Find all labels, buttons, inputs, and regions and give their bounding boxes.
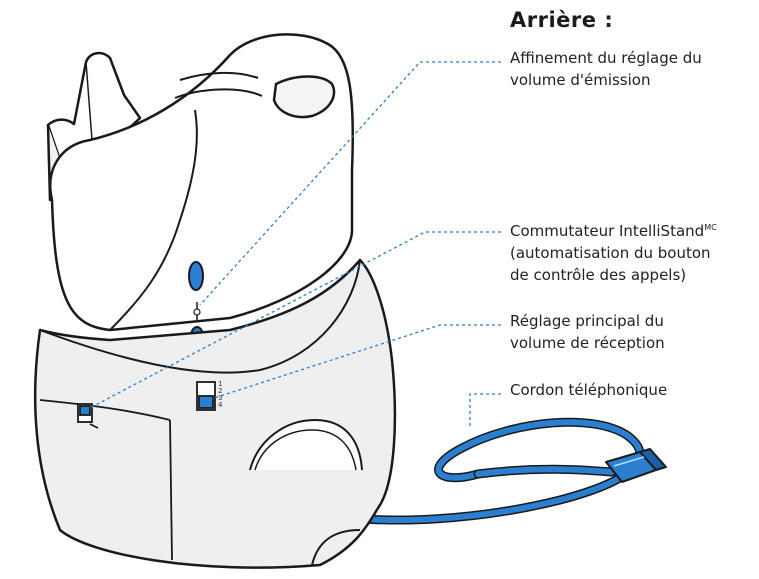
leader-lines — [85, 61, 501, 426]
callout-line: (automatisation du bouton — [510, 244, 711, 262]
leader-line-phone-cord — [469, 393, 501, 426]
switch-mark: 1 — [218, 380, 222, 388]
callout-line: Commutateur IntelliStandMC — [510, 217, 717, 242]
callout-line: Réglage principal du — [510, 312, 664, 330]
callout-tx-volume-fine: Affinement du réglage du volume d'émissi… — [510, 47, 702, 91]
callout-intellistand: Commutateur IntelliStandMC (automatisati… — [510, 217, 717, 286]
diagram-heading: Arrière : — [510, 8, 614, 32]
callout-rx-volume-main: Réglage principal du volume de réception — [510, 310, 665, 354]
callout-line: Affinement du réglage du — [510, 49, 702, 67]
rx-volume-switch — [196, 381, 216, 411]
leader-line-tx-volume — [199, 61, 501, 306]
switch-marks: 1 2 3 4 — [218, 380, 223, 409]
leader-line-rx-volume — [207, 324, 501, 401]
switch-mark: 3 — [218, 394, 222, 402]
callout-phone-cord: Cordon téléphonique — [510, 379, 667, 401]
callout-line: de contrôle des appels) — [510, 266, 687, 284]
switch-mark: 2 — [218, 387, 222, 395]
intellistand-switch — [77, 403, 99, 429]
callout-line-text: Commutateur IntelliStand — [510, 222, 705, 240]
leader-line-intellistand — [85, 231, 501, 411]
lower-base — [33, 258, 397, 569]
trademark-superscript: MC — [704, 223, 717, 232]
callout-line: Cordon téléphonique — [510, 381, 668, 399]
upper-body — [49, 33, 355, 332]
rj-connector — [605, 448, 667, 483]
callout-line: volume d'émission — [510, 71, 651, 89]
callout-line: volume de réception — [510, 334, 665, 352]
switch-mark: 4 — [218, 401, 223, 409]
